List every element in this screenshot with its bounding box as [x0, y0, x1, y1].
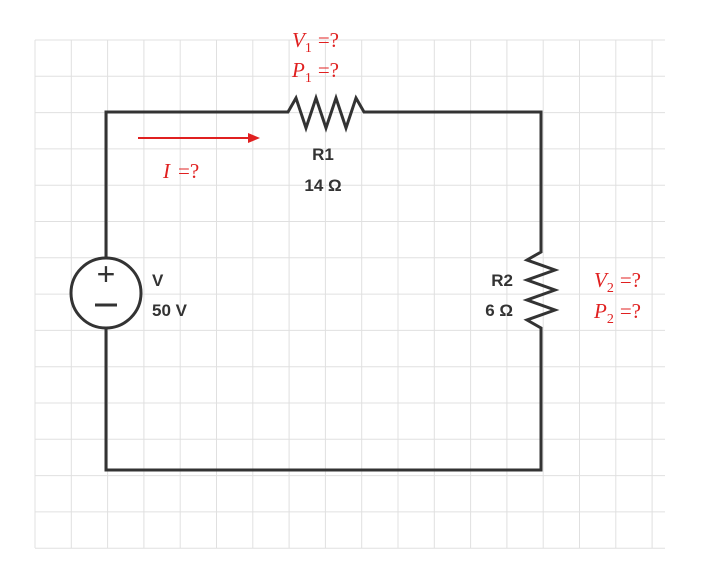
r2-power-sub: 2 [607, 312, 614, 327]
r1-name-label: R1 [312, 145, 334, 164]
background-grid [34, 39, 665, 549]
circuit-wires [104, 110, 543, 472]
resistor-r2-symbol [522, 248, 560, 337]
voltage-source-circle [69, 256, 143, 330]
wire-bottom-left [104, 326, 543, 472]
source-value-label: 50 V [152, 301, 188, 320]
r1-power-unknown: =? [318, 58, 339, 82]
wire-top-right [368, 110, 543, 250]
r2-power-unknown: =? [620, 299, 641, 323]
r1-voltage-var: V [292, 28, 307, 52]
voltage-source-symbol: + [69, 256, 143, 330]
r2-power-question: P2 =? [593, 299, 641, 327]
source-name-label: V [152, 271, 164, 290]
r2-name-label: R2 [491, 271, 513, 290]
current-unknown: =? [178, 159, 199, 183]
current-var: I [162, 159, 171, 183]
r1-voltage-question: V1 =? [292, 28, 339, 56]
r2-voltage-unknown: =? [620, 268, 641, 292]
current-arrow-head [248, 133, 260, 143]
current-question: I =? [162, 159, 199, 183]
r2-voltage-var: V [594, 268, 609, 292]
r1-power-sub: 1 [305, 71, 312, 86]
r2-voltage-question: V2 =? [594, 268, 641, 296]
r2-power-var: P [593, 299, 607, 323]
r2-voltage-sub: 2 [607, 281, 614, 296]
plus-sign: + [97, 256, 116, 292]
r1-power-var: P [291, 58, 305, 82]
r1-power-question: P1 =? [291, 58, 339, 86]
resistor-r1-symbol [282, 93, 370, 133]
r1-value-label: 14 Ω [304, 176, 341, 195]
r1-voltage-sub: 1 [305, 41, 312, 56]
current-arrow [138, 133, 260, 143]
r1-voltage-unknown: =? [318, 28, 339, 52]
r2-value-label: 6 Ω [485, 301, 513, 320]
